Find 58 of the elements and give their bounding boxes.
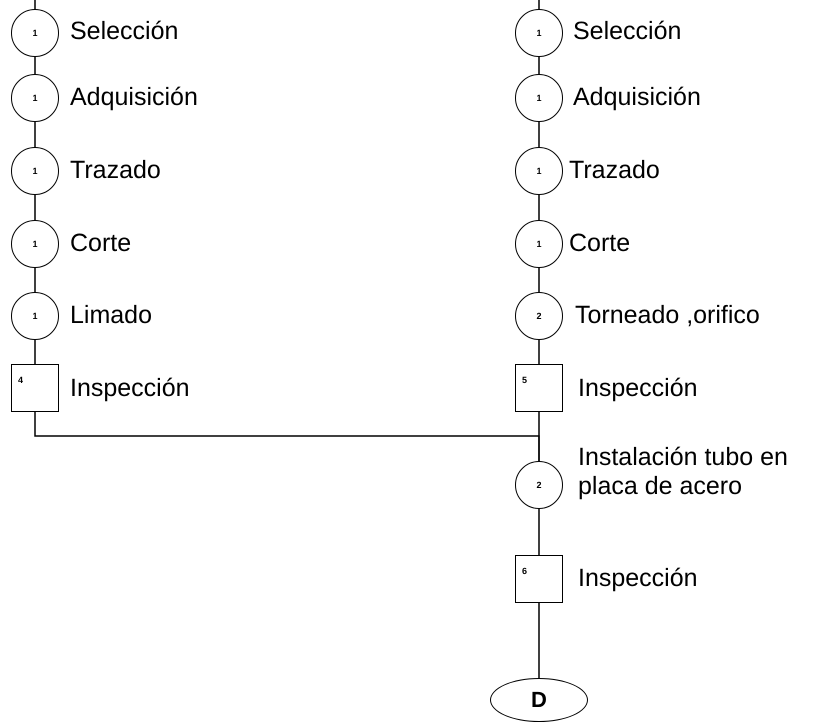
connector-line [34, 340, 36, 364]
step-label: Trazado [569, 156, 660, 185]
step-label: Selección [573, 17, 682, 46]
connector-line [34, 0, 36, 9]
step-label: Corte [70, 229, 132, 258]
process-circle [11, 9, 59, 57]
step-number: 1 [536, 28, 542, 38]
connector-line [538, 122, 540, 147]
step-number: 1 [536, 94, 542, 102]
step-number: 1 [32, 28, 38, 38]
process-circle [515, 220, 563, 268]
inspection-box [515, 555, 563, 603]
connector-line [538, 412, 540, 461]
step-number: 2 [536, 312, 542, 320]
connector-line [538, 268, 540, 292]
inspection-box [515, 364, 563, 412]
connector-line [538, 57, 540, 74]
process-circle [11, 147, 59, 195]
connector-line [34, 57, 36, 74]
step-number: 1 [32, 312, 38, 320]
process-circle [515, 147, 563, 195]
step-number: D [531, 689, 547, 711]
process-circle [515, 74, 563, 122]
process-circle [515, 9, 563, 57]
step-label: Adquisición [573, 83, 701, 112]
process-circle [11, 220, 59, 268]
step-number: 1 [32, 94, 38, 102]
process-circle [11, 292, 59, 340]
process-circle [515, 292, 563, 340]
step-label: Instalación tubo en placa de acero [578, 443, 789, 500]
connector-line [538, 340, 540, 364]
connector-line [34, 195, 36, 220]
step-number: 2 [536, 480, 542, 490]
step-label: Inspección [578, 374, 698, 403]
step-label: Limado [70, 301, 152, 330]
connector-line [34, 122, 36, 147]
step-number: 1 [32, 240, 38, 248]
connector-line [538, 0, 540, 9]
step-number: 5 [522, 375, 528, 385]
inspection-box [11, 364, 59, 412]
process-circle [515, 461, 563, 509]
step-number: 1 [32, 166, 38, 176]
step-label: Torneado ,orifico [575, 301, 760, 330]
process-circle [11, 74, 59, 122]
step-number: 4 [18, 375, 24, 385]
step-number: 1 [536, 166, 542, 176]
connector-line [34, 268, 36, 292]
step-label: Inspección [70, 374, 190, 403]
step-label: Corte [569, 229, 630, 258]
step-label: Adquisición [70, 83, 198, 112]
step-label: Selección [70, 17, 178, 46]
connector-line [538, 509, 540, 555]
connector-line [538, 603, 540, 678]
step-number: 1 [536, 240, 542, 248]
step-label: Trazado [70, 156, 161, 185]
step-number: 6 [522, 566, 528, 576]
step-label: Inspección [578, 564, 698, 593]
connector-line [538, 195, 540, 220]
